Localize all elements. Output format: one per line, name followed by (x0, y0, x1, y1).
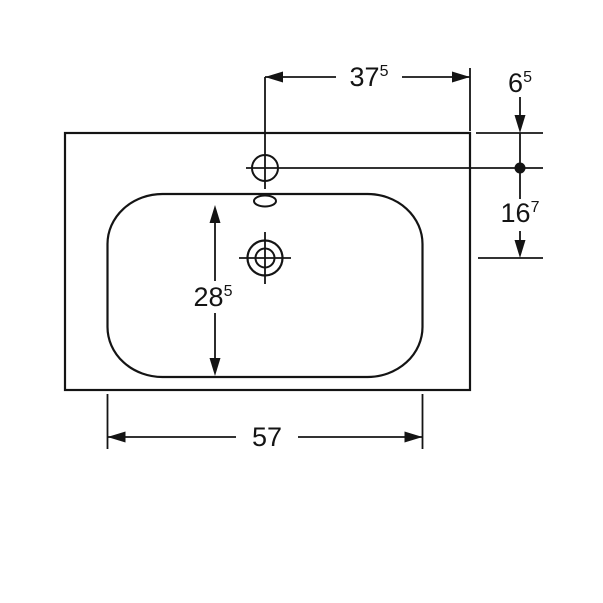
dim-label-6-5: 65 (508, 68, 532, 98)
arrow-left (107, 431, 126, 443)
basin-outline (106, 192, 424, 379)
dimension-tap-to-right-edge: 375 (265, 62, 471, 131)
dim-label-28-5: 285 (194, 282, 233, 312)
dimension-tap-to-drain: 167 (478, 172, 543, 259)
arrow-down (514, 115, 526, 133)
arrow-left (265, 71, 283, 83)
dimension-basin-width: 57 (106, 394, 424, 452)
arrow-right (404, 431, 423, 443)
countertop-outline (63, 131, 472, 392)
arrow-down (209, 358, 221, 376)
dimension-basin-front-to-back: 285 (194, 205, 233, 376)
arrow-up (209, 205, 221, 223)
dim-label-57: 57 (252, 422, 282, 452)
reference-dot (514, 162, 526, 174)
dimension-rear-edge-to-tap: 65 (476, 68, 543, 174)
overflow-slot (253, 194, 277, 208)
dim-label-16-7: 167 (501, 198, 540, 228)
dim-label-37-5: 375 (350, 62, 389, 92)
arrow-right (452, 71, 470, 83)
arrow-down (514, 240, 526, 258)
